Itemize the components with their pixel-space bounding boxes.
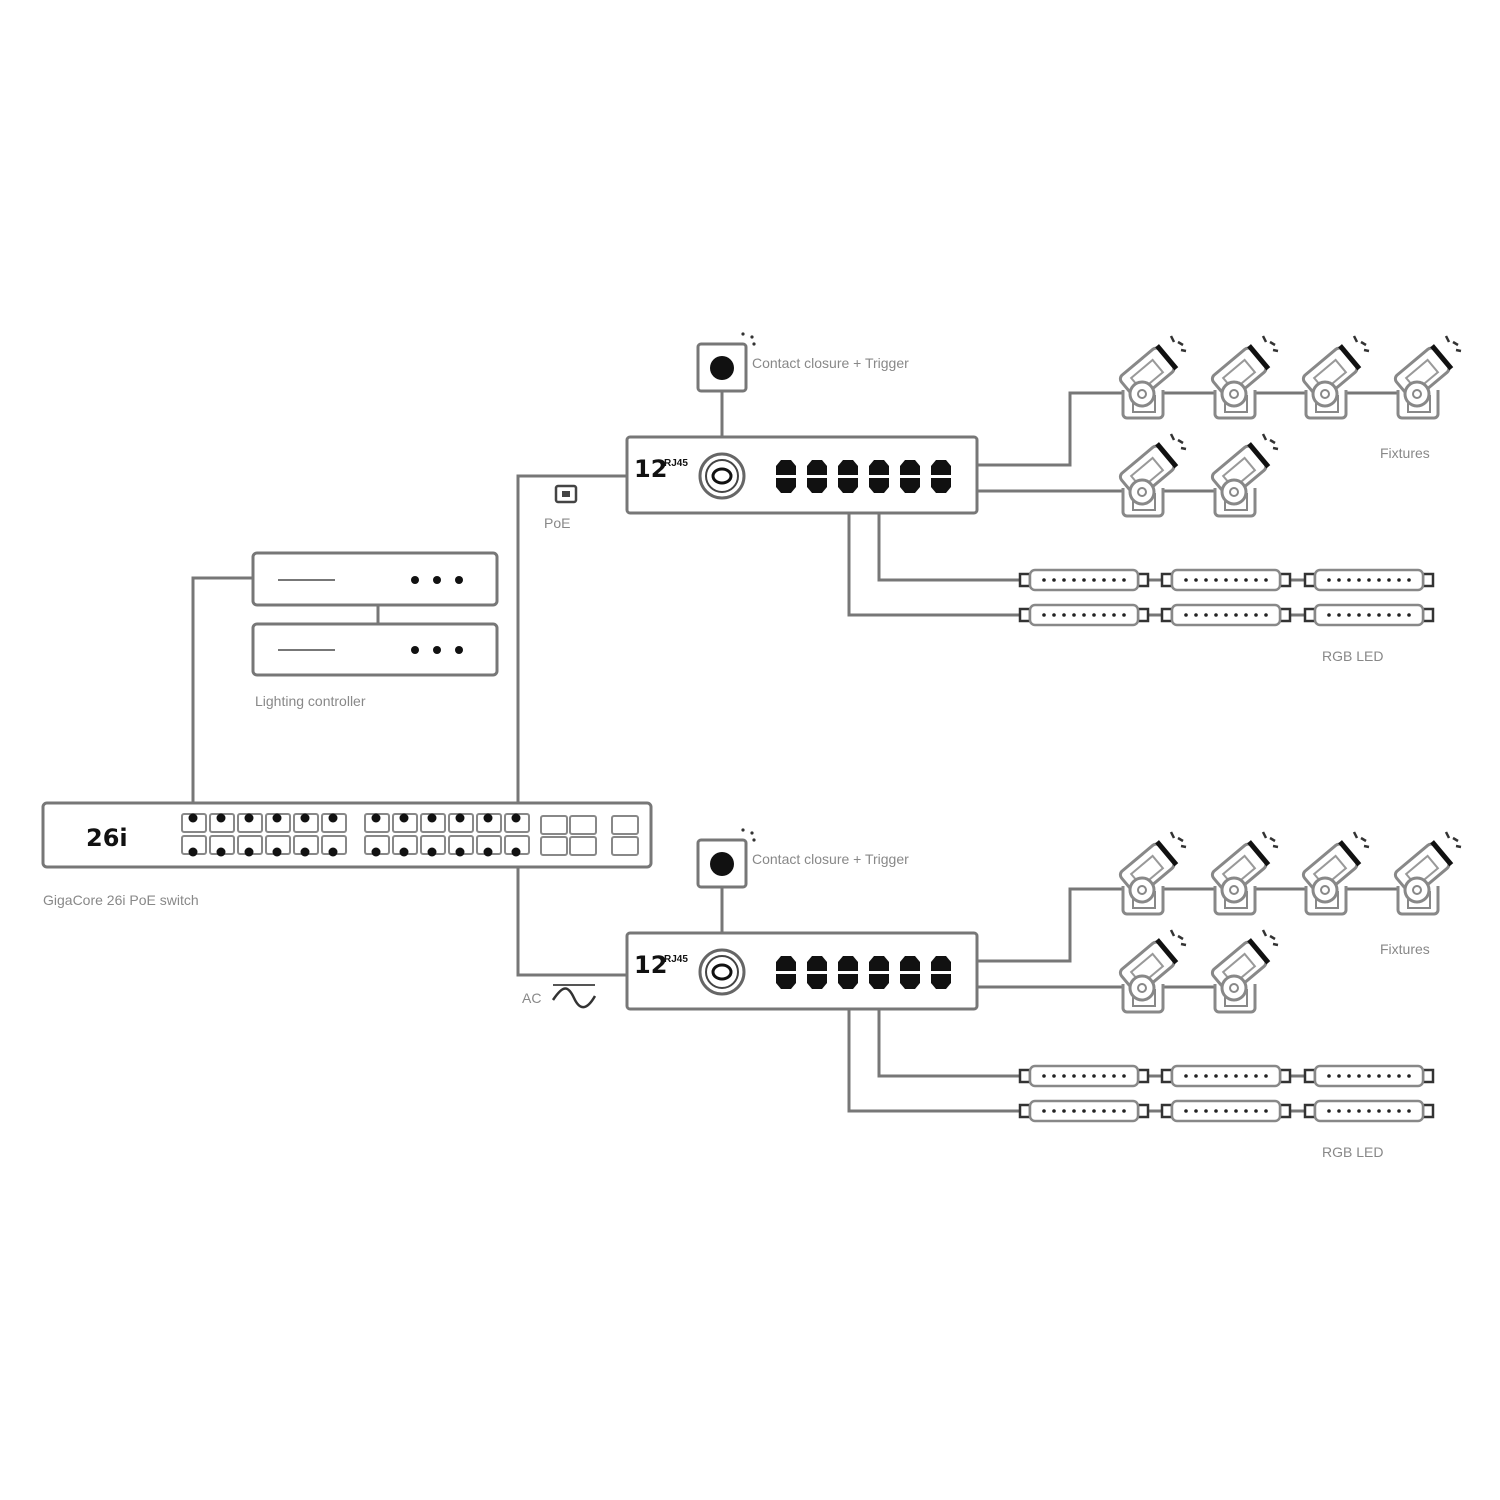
controller-unit-2	[251, 622, 499, 677]
wires-main	[191, 474, 627, 977]
fixture-icon	[1301, 831, 1370, 916]
trigger-label: Contact closure + Trigger	[752, 355, 909, 371]
rgb-led-strip-icon	[1018, 1064, 1150, 1088]
fixture-icon	[1210, 335, 1279, 420]
switch-ports	[181, 813, 639, 857]
ethernet-port	[900, 460, 920, 493]
fixture-icon	[1118, 831, 1187, 916]
port-type-label: RJ45	[664, 458, 688, 469]
trigger-button	[696, 838, 748, 889]
fixture-icon	[1210, 831, 1279, 916]
ethernet-port	[931, 956, 951, 989]
ethernet-port	[900, 956, 920, 989]
lighting-controller: Lighting controller	[251, 551, 499, 709]
trigger-label: Contact closure + Trigger	[752, 851, 909, 867]
fixtures-label: Fixtures	[1380, 445, 1430, 461]
fixtures-label: Fixtures	[1380, 941, 1430, 957]
ac-sine-icon	[551, 984, 597, 1009]
fixture-icon	[1301, 335, 1370, 420]
port-type-label: RJ45	[664, 954, 688, 965]
ethernet-port	[237, 813, 263, 857]
fixture-icon	[1118, 433, 1187, 518]
controller-unit-1	[251, 551, 499, 607]
ethernet-port	[838, 956, 858, 989]
ethernet-port	[448, 813, 474, 857]
ethernet-port	[209, 813, 235, 857]
sparkle-icon	[741, 828, 756, 842]
ethernet-port	[392, 813, 418, 857]
ethernet-port	[321, 813, 347, 857]
rj45-connector-icon	[698, 452, 746, 500]
rgb-led-strip-icon	[1303, 568, 1435, 592]
rgb-led-strip-icon	[1160, 1064, 1292, 1088]
ethernet-port	[931, 460, 951, 493]
fixture-icon	[1118, 335, 1187, 420]
sfp-port	[611, 815, 639, 856]
ac-label: AC	[522, 990, 541, 1006]
fixture-icon	[1210, 929, 1279, 1014]
rgb-led-strip-icon	[1160, 568, 1292, 592]
poe-icon	[554, 484, 578, 504]
ethernet-port	[869, 460, 889, 493]
ethernet-port	[504, 813, 530, 857]
ethernet-port	[181, 813, 207, 857]
rgb-led-strip-icon	[1303, 1099, 1435, 1123]
controller-link	[191, 576, 253, 820]
sparkle-icon	[741, 332, 756, 346]
fixture-icon	[1393, 335, 1462, 420]
ethernet-port	[838, 460, 858, 493]
controller-caption: Lighting controller	[255, 693, 366, 709]
ethernet-port	[776, 956, 796, 989]
trigger-button	[696, 342, 748, 393]
ethernet-port	[776, 460, 796, 493]
ethernet-port	[807, 460, 827, 493]
ethernet-port	[265, 813, 291, 857]
poe-link	[516, 474, 627, 820]
switch-model-label: 26i	[86, 824, 128, 852]
ac-link	[516, 850, 627, 977]
fixture-icon	[1118, 929, 1187, 1014]
rgb-led-strip-icon	[1018, 1099, 1150, 1123]
rgb-led-strip-icon	[1018, 568, 1150, 592]
sfp-port	[569, 815, 597, 856]
rgb-led-strip-icon	[1303, 1064, 1435, 1088]
ethernet-port	[420, 813, 446, 857]
rgb-led-strip-icon	[1303, 603, 1435, 627]
rgb-led-strip-icon	[1160, 1099, 1292, 1123]
rgb-led-strip-icon	[1160, 603, 1292, 627]
ethernet-port	[364, 813, 390, 857]
main-switch: 26i GigaCore 26i PoE switch	[41, 801, 653, 908]
port-count-label: 12	[634, 455, 667, 483]
rgb-led-label: RGB LED	[1322, 648, 1383, 664]
fixture-icon	[1210, 433, 1279, 518]
rgb-led-strip-icon	[1018, 603, 1150, 627]
ethernet-port	[476, 813, 502, 857]
rgb-led-label: RGB LED	[1322, 1144, 1383, 1160]
switch-caption: GigaCore 26i PoE switch	[43, 892, 199, 908]
fixture-icon	[1393, 831, 1462, 916]
poe-label: PoE	[544, 515, 570, 531]
ethernet-port	[869, 956, 889, 989]
sfp-port	[540, 815, 568, 856]
node-chassis	[625, 435, 979, 515]
ethernet-port	[293, 813, 319, 857]
port-count-label: 12	[634, 951, 667, 979]
rj45-connector-icon	[698, 948, 746, 996]
ethernet-port	[807, 956, 827, 989]
node-chassis	[625, 931, 979, 1011]
